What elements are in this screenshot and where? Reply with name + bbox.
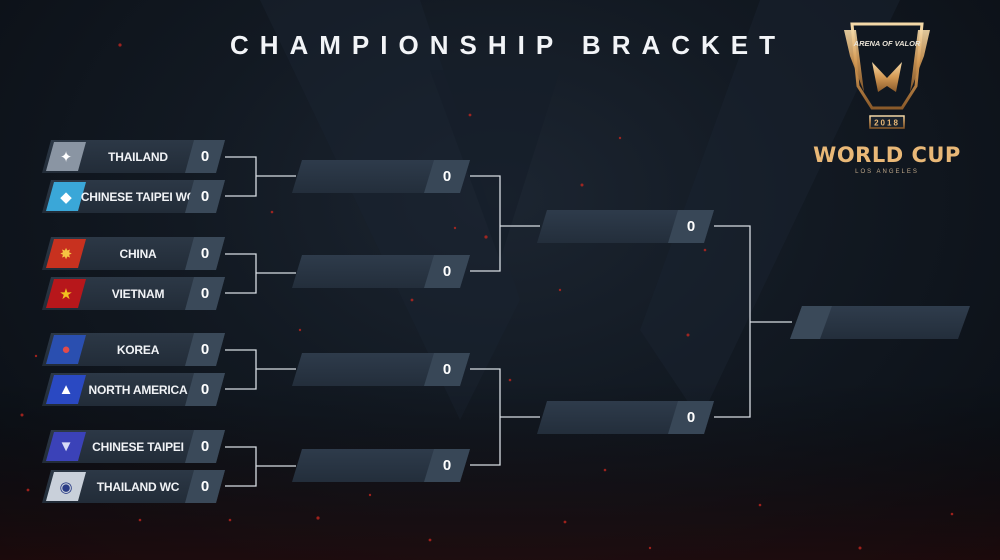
team-name: CHINESE TAIPEI [92, 439, 184, 454]
v-crest-icon: ▼ [46, 432, 86, 461]
connector-r1-m4 [225, 446, 257, 487]
logo-event-text: WORLD CUP [813, 143, 961, 167]
sf-slot-1[interactable]: 0 [537, 210, 714, 243]
team-name: THAILAND WC [96, 479, 180, 494]
page-title: CHAMPIONSHIP BRACKET [229, 30, 787, 60]
connector-r1-m3 [225, 349, 257, 390]
logo-location-text: LOS ANGELES [855, 169, 919, 175]
team-row-north-america[interactable]: ▲ NORTH AMERICA 0 [42, 373, 225, 406]
qf-slot-3[interactable]: 0 [292, 353, 470, 386]
final-slot[interactable] [790, 306, 970, 339]
team-name: KOREA [116, 342, 160, 357]
sf-slot-2[interactable]: 0 [537, 401, 714, 434]
ember-particles [20, 43, 954, 550]
connector-r1-m2 [225, 253, 257, 294]
connector-qf-bottom [470, 368, 501, 466]
team-name: NORTH AMERICA [88, 382, 188, 397]
team-name: CHINESE TAIPEI WC [80, 189, 196, 204]
team-row-korea[interactable]: ● KOREA 0 [42, 333, 225, 366]
team-row-thailand-wc[interactable]: ◉ THAILAND WC 0 [42, 470, 225, 503]
team-row-chinese-taipei-wc[interactable]: ◆ CHINESE TAIPEI WC 0 [42, 180, 225, 213]
team-row-china[interactable]: ✸ CHINA 0 [42, 237, 225, 270]
team-row-vietnam[interactable]: ★ VIETNAM 0 [42, 277, 225, 310]
team-name: THAILAND [108, 149, 168, 164]
team-row-chinese-taipei[interactable]: ▼ CHINESE TAIPEI 0 [42, 430, 225, 463]
warrior-crest-icon: ★ [46, 279, 86, 308]
connector-sf [714, 225, 751, 418]
team-row-thailand[interactable]: ✦ THAILAND 0 [42, 140, 225, 173]
connector-r1-m1 [225, 156, 257, 197]
logo-year: 2018 [874, 119, 900, 128]
connector-qf-top [470, 175, 501, 272]
qf-slot-2[interactable]: 0 [292, 255, 470, 288]
background-shape-center [430, 70, 560, 260]
world-cup-logo: 2018 ARENA OF VALOR WORLD CUP LOS ANGELE… [812, 16, 962, 186]
logo-brand: ARENA OF VALOR [853, 39, 921, 48]
trophy-icon: 2018 ARENA OF VALOR [844, 22, 930, 129]
dragon-crest-icon: ✸ [46, 239, 86, 268]
tiger-crest-icon: ● [46, 335, 86, 364]
eagle-crest-icon: ▲ [46, 375, 86, 404]
qf-slot-4[interactable]: 0 [292, 449, 470, 482]
team-name: CHINA [119, 246, 157, 261]
qf-slot-1[interactable]: 0 [292, 160, 470, 193]
team-name: VIETNAM [111, 286, 165, 301]
background-shape-right [640, 0, 900, 420]
elephant-crest-icon: ◉ [46, 472, 86, 501]
